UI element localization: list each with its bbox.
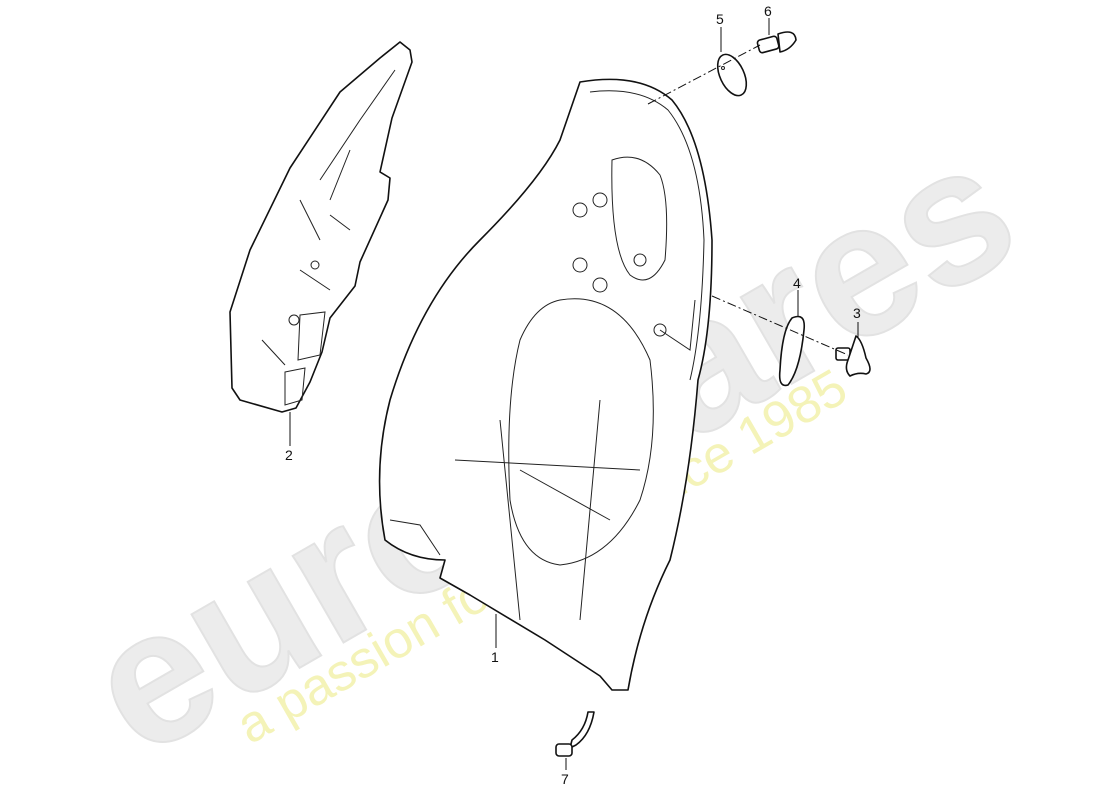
part-cover-cap[interactable]	[778, 315, 806, 387]
part-clip[interactable]	[555, 711, 595, 757]
assembly-line-4-3	[711, 295, 849, 356]
callout-1[interactable]: 1	[491, 649, 499, 665]
callout-4[interactable]: 4	[793, 275, 801, 291]
part-washer-plate[interactable]	[712, 50, 752, 100]
callout-2[interactable]: 2	[285, 447, 293, 463]
part-screw[interactable]	[756, 31, 797, 54]
callout-5[interactable]: 5	[716, 11, 724, 27]
assembly-line-5-6	[647, 44, 761, 105]
callout-7[interactable]: 7	[561, 771, 569, 787]
part-seat-back-shell[interactable]	[378, 78, 713, 691]
callout-6[interactable]: 6	[764, 3, 772, 19]
part-side-trim-panel[interactable]	[229, 41, 413, 413]
callout-3[interactable]: 3	[853, 305, 861, 321]
